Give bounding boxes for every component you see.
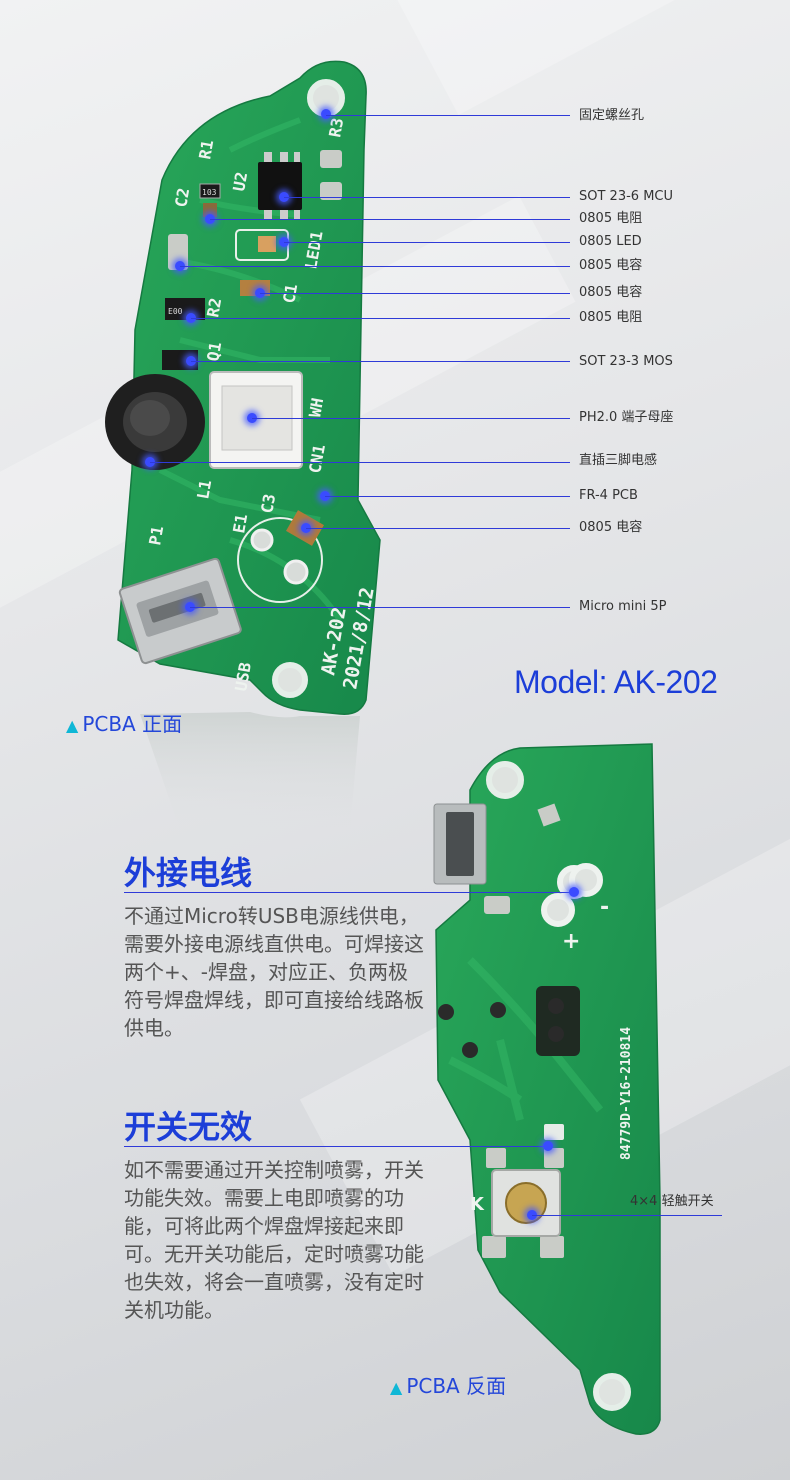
section-switch-rule (124, 1146, 548, 1147)
section-switch-title: 开关无效 (124, 1108, 253, 1146)
silk-r3: R3 (325, 116, 347, 138)
silk-cn1: CN1 (305, 443, 329, 475)
silk-code: 84779D-Y16-210814 (619, 1027, 634, 1160)
section-wire-body: 不通过Micro转USB电源线供电，需要外接电源线直供电。可焊接这两个+、-焊盘… (124, 904, 424, 1040)
caption-back: ▲PCBA 反面 (390, 1370, 506, 1399)
silk-r1: R1 (195, 138, 217, 160)
silk-c3: C3 (257, 492, 279, 514)
silk-c2: C2 (171, 186, 193, 208)
silk-q1: Q1 (203, 340, 225, 362)
silk-l1: L1 (193, 478, 215, 500)
front-board: R3 R1 U2 C2 LED1 R2 C1 Q1 WH CN1 L1 C3 E… (105, 60, 381, 715)
silk-p1: P1 (145, 524, 167, 546)
silk-usb: USB (231, 661, 255, 693)
triangle-icon: ▲ (66, 716, 79, 735)
silk-k: K (470, 1194, 485, 1215)
silk-minus: - (600, 895, 609, 920)
silk-r2: R2 (203, 296, 225, 318)
triangle-icon: ▲ (390, 1378, 403, 1397)
silk-plus: + (562, 929, 580, 954)
callout-wire-pad-dot (569, 887, 579, 897)
silk-wh: WH (305, 396, 327, 418)
front-board-reflection (140, 712, 360, 830)
silk-res-code2: 103 (202, 188, 217, 197)
silk-res-code: E00 (168, 307, 183, 316)
silk-e1: E1 (229, 512, 251, 534)
section-wire-title: 外接电线 (124, 854, 253, 892)
section-switch-body: 如不需要通过开关控制喷雾，开关功能失效。需要上电即喷雾的功能，可将此两个焊盘焊接… (124, 1158, 424, 1322)
model-title: Model: AK-202 (514, 664, 718, 700)
caption-back-text: PCBA 反面 (406, 1374, 507, 1398)
back-board: + - K 84779D-Y16-210814 (433, 743, 661, 1435)
section-wire-rule (124, 892, 574, 893)
caption-front: ▲PCBA 正面 (66, 708, 182, 737)
silk-u2: U2 (229, 170, 251, 192)
caption-front-text: PCBA 正面 (82, 712, 183, 736)
callout-switch-pad-dot (543, 1141, 553, 1151)
